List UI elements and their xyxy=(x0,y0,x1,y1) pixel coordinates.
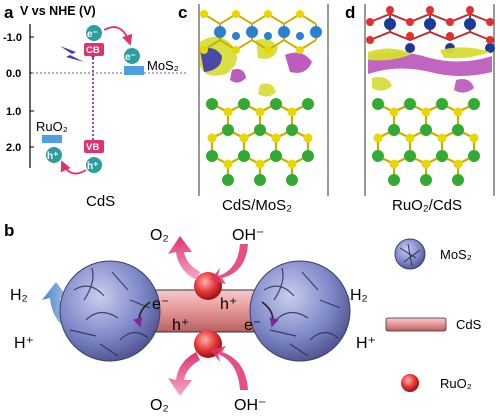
o2-label-top: O₂ xyxy=(150,227,169,244)
mos2-flakes-right xyxy=(263,267,341,357)
hole-vb-ball xyxy=(86,157,102,173)
legend-cds-label: CdS xyxy=(456,317,482,332)
hole-ruo2-ball xyxy=(46,147,62,163)
hole-ruo2-label: h⁺ xyxy=(47,151,58,162)
charge-density-blob-c5 xyxy=(230,69,246,83)
electron-transfer-arrow xyxy=(103,26,133,46)
tick-label-2: 0.0 xyxy=(6,68,21,80)
panel-c: c CdS/MoS₂ xyxy=(178,3,329,214)
oh-label-top: OH⁻ xyxy=(232,227,264,244)
o2-arrow-bottom xyxy=(168,352,200,396)
panel-d-letter: d xyxy=(345,3,355,22)
electron-cb-label: e⁻ xyxy=(87,29,98,40)
tick-label-4: 2.0 xyxy=(6,142,21,154)
hole-transfer-arrow xyxy=(60,160,87,175)
ru-atoms-d xyxy=(384,18,495,53)
charge-density-band-d3 xyxy=(440,47,490,59)
tick-label-1: -1.0 xyxy=(3,32,22,44)
cd-atoms-c xyxy=(206,98,314,186)
cd-atoms-d xyxy=(372,98,480,186)
cb-box xyxy=(84,43,104,56)
material-label: CdS xyxy=(86,193,115,210)
hole-label-rod-top: h⁺ xyxy=(220,296,237,313)
panel-d: d RuO₂/CdS xyxy=(345,3,495,214)
o-atoms-d xyxy=(366,6,494,44)
mos2-sphere-right xyxy=(249,260,351,362)
panel-b: b e⁻ h⁺ h⁺ e⁻ O₂ OH⁻ O₂ OH⁻ xyxy=(4,221,482,414)
charge-arrow-left xyxy=(133,301,151,328)
vb-label: VB xyxy=(86,142,99,153)
vb-box xyxy=(84,140,104,153)
charge-density-band-d1 xyxy=(368,52,492,76)
charge-density-blob-c4 xyxy=(285,52,312,73)
o2-arrow-top xyxy=(168,236,200,280)
mos2-level-box xyxy=(124,66,144,75)
s-atoms-d xyxy=(373,107,479,169)
charge-density-blob-d5 xyxy=(454,79,474,93)
panel-a: a V vs NHE (V) -1.0 0.0 1.0 2.0 CB VB e⁻… xyxy=(3,3,188,210)
electron-label-rod-right: e⁻ xyxy=(244,317,261,334)
legend-ruo2-label: RuO₂ xyxy=(440,376,472,391)
ruo2-label-a: RuO₂ xyxy=(36,119,68,134)
mo-atoms-c xyxy=(214,26,322,40)
panel-b-letter: b xyxy=(4,221,14,240)
charge-density-blob-c2 xyxy=(200,48,222,72)
s-atoms-top-c xyxy=(200,10,304,54)
oh-arrow-bottom xyxy=(210,346,248,390)
mos2-icon-flakes xyxy=(399,243,421,267)
hole-label-rod-bottom: h⁺ xyxy=(172,317,189,334)
ruo2-level-box xyxy=(42,135,62,143)
cds-rod-icon xyxy=(385,317,447,332)
mos2-sphere-left xyxy=(59,260,161,362)
electron-label-rod-left: e⁻ xyxy=(152,296,169,313)
hole-vb-label: h⁺ xyxy=(87,161,98,172)
cb-label: CB xyxy=(86,45,100,56)
hplus-label-left: H⁺ xyxy=(14,335,34,352)
axis-title: V vs NHE (V) xyxy=(20,4,96,18)
h2-label-left: H₂ xyxy=(10,287,28,304)
panel-d-caption: RuO₂/CdS xyxy=(392,197,462,214)
o2-label-bottom: O₂ xyxy=(150,397,169,414)
charge-density-blob-d4 xyxy=(372,77,392,91)
panel-c-letter: c xyxy=(178,3,187,22)
h2-label-right: H₂ xyxy=(350,287,368,304)
charge-density-blob-c6 xyxy=(258,83,276,97)
electron-mos2-label: e⁻ xyxy=(125,52,136,63)
charge-density-band-d2 xyxy=(368,48,412,61)
legend: MoS₂ CdS RuO₂ xyxy=(385,238,482,392)
panel-c-caption: CdS/MoS₂ xyxy=(222,197,292,214)
s-atoms-c xyxy=(207,107,313,169)
charge-arrow-right xyxy=(261,301,279,328)
mos2-flakes-left xyxy=(69,267,151,357)
light-bolt-icon xyxy=(60,46,84,62)
panel-a-letter: a xyxy=(4,3,14,22)
ruo2-sphere-icon xyxy=(401,374,419,392)
tick-label-3: 1.0 xyxy=(6,106,21,118)
electron-mos2-ball xyxy=(124,48,140,64)
electron-cb-ball xyxy=(86,25,102,41)
mos2-label-a: MoS₂ xyxy=(147,58,179,73)
hplus-label-right: H⁺ xyxy=(356,335,376,352)
oh-arrow-top xyxy=(210,244,248,284)
legend-mos2-label: MoS₂ xyxy=(440,247,472,262)
oh-label-bottom: OH⁻ xyxy=(234,397,266,414)
